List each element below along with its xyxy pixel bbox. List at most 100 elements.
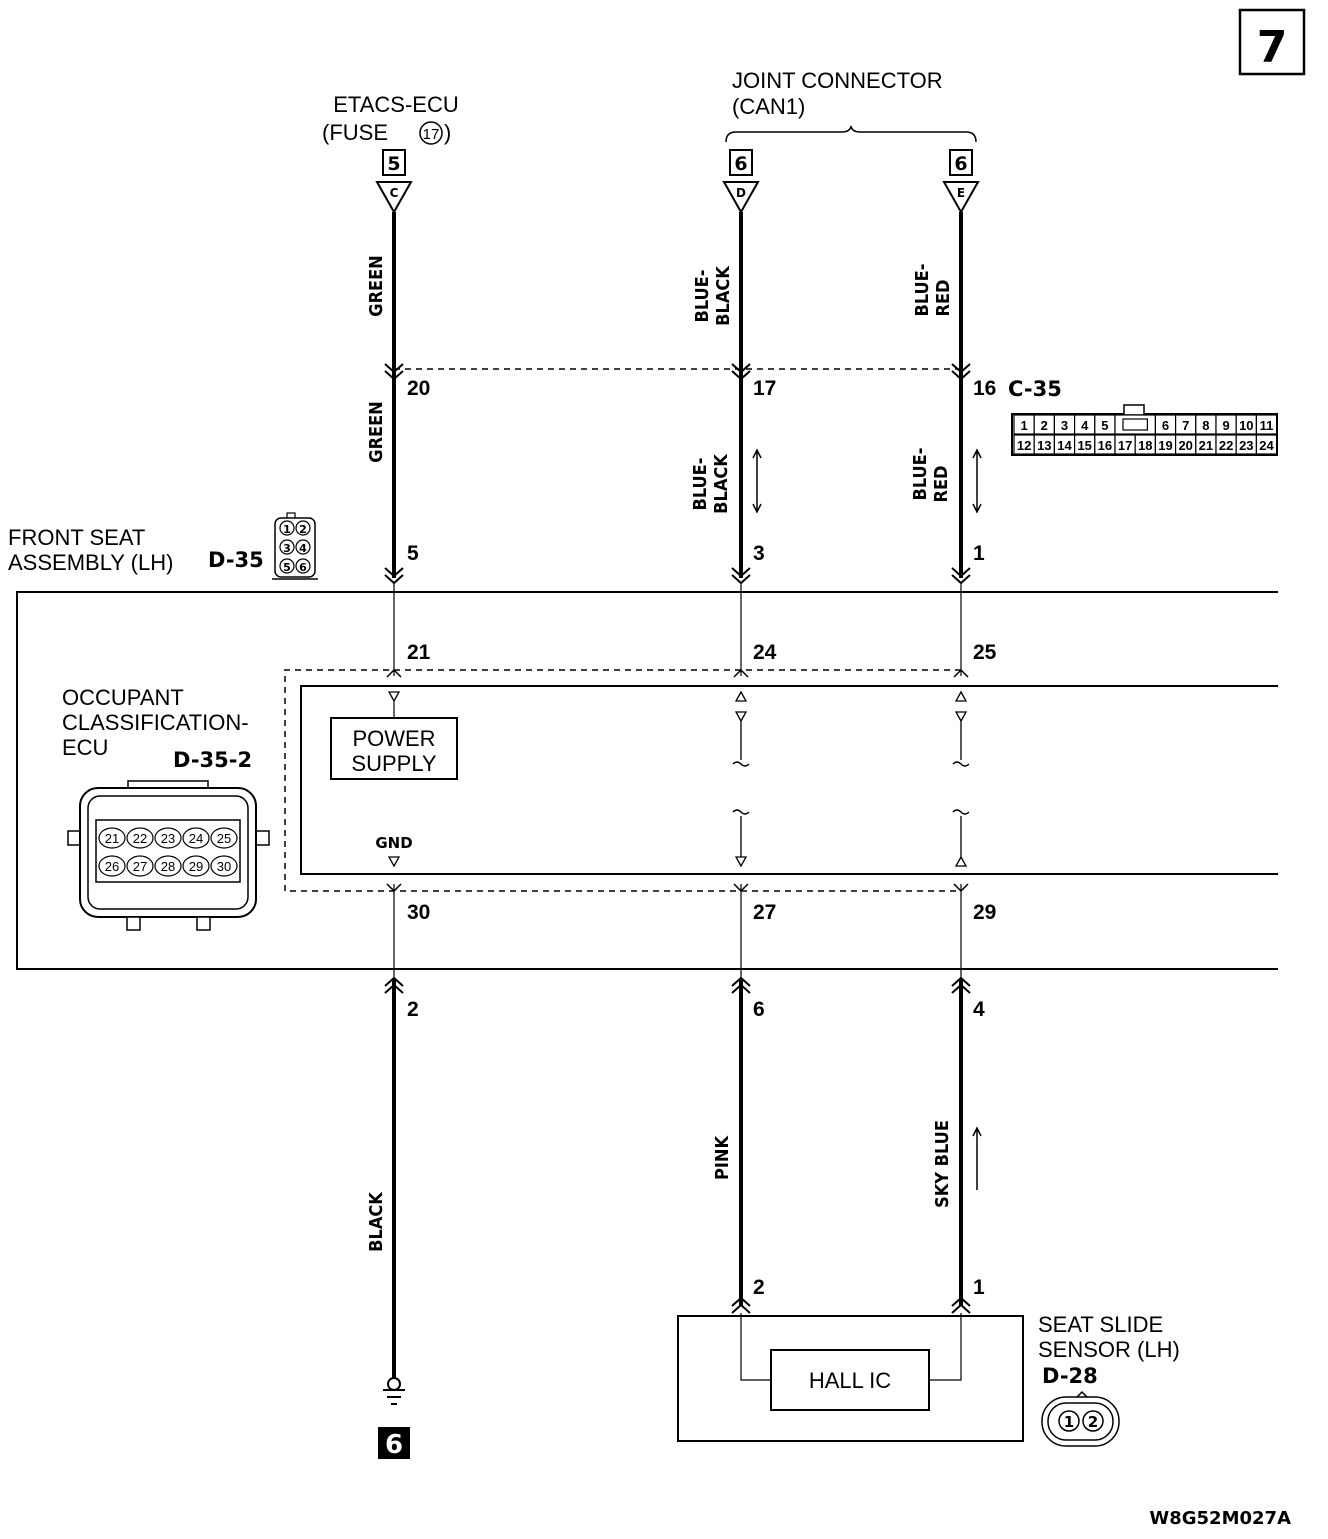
joint-left-connector: 6	[734, 153, 747, 175]
c35-pin-label: 23	[1239, 438, 1253, 453]
d35-connector-face: 1 2 3 4 5 6	[272, 512, 318, 580]
joint-left-triangle	[722, 181, 760, 215]
ecu-pin	[210, 827, 238, 849]
c35-pin-label: 14	[1057, 438, 1072, 453]
wires	[392, 212, 963, 1378]
seat-slide-line2: SENSOR (LH)	[1038, 1337, 1180, 1362]
ecu-pin-label: 22	[133, 831, 147, 846]
d35-pin-6: 6	[299, 561, 307, 574]
ecu-pin	[126, 855, 154, 877]
ground-number: 6	[385, 1430, 403, 1460]
ecu-pin	[154, 855, 182, 877]
joint-brace	[725, 125, 977, 143]
gnd-label: GND	[375, 834, 412, 852]
joint-connector-subtitle: (CAN1)	[732, 94, 805, 119]
d28-pin-1: 1	[1064, 1413, 1074, 1431]
pin-c35-16: 16	[973, 377, 996, 400]
wire-label-green-upper: GREEN	[366, 255, 387, 316]
power-supply-line1: POWER	[352, 726, 435, 751]
ecu-pin-label: 24	[189, 831, 203, 846]
wire-label-sky-blue: SKY BLUE	[932, 1120, 953, 1208]
ocs-line1: OCCUPANT	[62, 685, 184, 710]
seat-slide-line1: SEAT SLIDE	[1038, 1312, 1163, 1337]
wire-label-blue-black-lower-1: BLUE-	[690, 458, 711, 511]
joint-right-box	[949, 149, 973, 176]
ecu-dashed-outline	[284, 669, 961, 892]
c35-pin-label: 1	[1020, 418, 1027, 433]
c35-pin-label: 5	[1101, 418, 1108, 433]
pin-d28-2: 2	[753, 1276, 765, 1299]
front-seat-header: FRONT SEAT ASSEMBLY (LH) D-35 1 2 3 4 5 …	[8, 512, 318, 580]
pin-ecu-21: 21	[407, 641, 431, 664]
ecu-pin-label: 25	[217, 831, 231, 846]
gnd-terminal	[387, 856, 401, 868]
seat-slide-sensor: HALL IC SEAT SLIDE SENSOR (LH) D-28 1 2	[677, 1312, 1180, 1447]
c35-pin-label: 6	[1162, 418, 1169, 433]
joint-right-terminal: E	[957, 186, 965, 200]
ecu-pin-label: 26	[105, 859, 119, 874]
joint-left-terminal: D	[736, 186, 746, 200]
c35-pin-label: 12	[1017, 438, 1031, 453]
joint-connector-title: JOINT CONNECTOR	[732, 68, 943, 93]
c35-key-slot	[1122, 418, 1148, 431]
ecu-pin-label: 27	[133, 859, 147, 874]
c35-pin-label: 7	[1182, 418, 1189, 433]
pin-ecu-30: 30	[407, 901, 430, 924]
ecu-pin-label: 21	[105, 831, 119, 846]
ecu-pin-label: 23	[161, 831, 175, 846]
d28-pin-2: 2	[1088, 1413, 1098, 1431]
ecu-pin	[98, 855, 126, 877]
pin-d35-1: 1	[973, 542, 985, 565]
ecu-pin	[126, 827, 154, 849]
wire-label-blue-black-upper-1: BLUE-	[692, 270, 713, 323]
wire-label-blue-black-upper-2: BLACK	[713, 265, 734, 326]
wire-label-blue-red-lower-1: BLUE-	[910, 448, 931, 501]
fuse-circle	[419, 121, 443, 145]
d35-pin-2: 2	[299, 523, 307, 536]
joint-right-triangle	[942, 181, 980, 215]
ecu-pin	[182, 827, 210, 849]
d35-pin-5: 5	[283, 561, 291, 574]
ocs-ecu-header: OCCUPANT CLASSIFICATION- ECU D-35-2	[62, 685, 252, 772]
wire-label-green-lower: GREEN	[366, 401, 387, 462]
pin-d35-3: 3	[753, 542, 765, 565]
pin-d35-6: 6	[753, 998, 765, 1021]
etacs-fuse-prefix: (FUSE	[322, 120, 388, 145]
signal-arrows	[752, 448, 982, 1190]
pin-d35-2: 2	[407, 998, 419, 1021]
c35-pin-label: 15	[1077, 438, 1091, 453]
pin-d35-5: 5	[407, 542, 419, 565]
wire-label-blue-black-lower-2: BLACK	[711, 453, 732, 514]
ecu-pin-label: 29	[189, 859, 203, 874]
joint-left-box	[729, 149, 753, 176]
joint-connector-header: JOINT CONNECTOR (CAN1) 6 D 6 E	[722, 68, 980, 215]
etacs-terminal-triangle	[375, 181, 413, 215]
etacs-ecu-header: ETACS-ECU (FUSE 17 ) 5 C	[322, 92, 459, 215]
power-supply-line2: SUPPLY	[351, 751, 437, 776]
pin-numbers: 20 17 16 5 3 1 21 24 25 30 27 29 2 6 4 2…	[407, 377, 997, 1299]
c35-pin-label: 17	[1118, 438, 1132, 453]
c35-pin-label: 10	[1239, 418, 1253, 433]
wire-label-pink: PINK	[712, 1135, 733, 1180]
pin-c35-17: 17	[753, 377, 776, 400]
ecu-pin	[154, 827, 182, 849]
etacs-title: ETACS-ECU	[333, 92, 459, 117]
d28-connector-face: 1 2	[1041, 1390, 1120, 1447]
d35-pin-1: 1	[283, 523, 291, 536]
diagram-code: W8G52M027A	[1149, 1508, 1291, 1529]
ecu-body	[300, 685, 1278, 875]
c35-pin-label: 9	[1222, 418, 1229, 433]
power-supply-box	[330, 717, 458, 780]
pin-ecu-24: 24	[753, 641, 777, 664]
page-number-box: 7	[1238, 8, 1306, 76]
d35-pin-4: 4	[299, 542, 307, 555]
c35-pin-label: 11	[1260, 418, 1274, 433]
ecu-internals: POWER SUPPLY GND	[330, 690, 970, 868]
wire-label-blue-red-upper-2: RED	[933, 280, 954, 317]
ecu-pin-label: 30	[217, 859, 231, 874]
pin-ecu-25: 25	[973, 641, 997, 664]
ecu-terminal-marks	[386, 668, 969, 893]
joint-right-connector: 6	[954, 153, 967, 175]
